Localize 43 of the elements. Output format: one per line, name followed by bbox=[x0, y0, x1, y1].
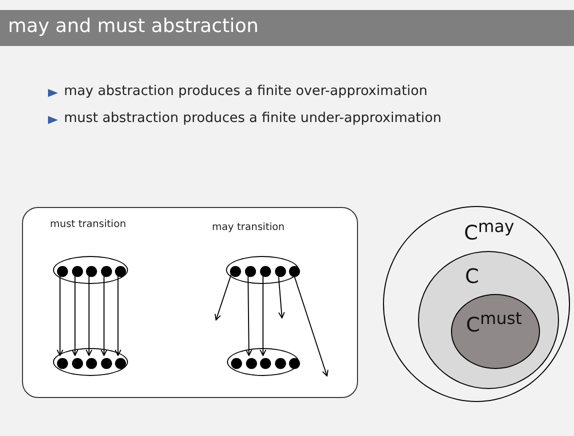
state-dot bbox=[56, 358, 68, 368]
state-dot bbox=[246, 358, 256, 368]
state-dot bbox=[244, 266, 256, 276]
set-label: C$^{may}$ bbox=[464, 217, 514, 245]
arrow bbox=[214, 274, 232, 320]
state-set-ellipse bbox=[227, 348, 299, 376]
state-set-ellipse bbox=[53, 256, 128, 284]
state-dot bbox=[288, 266, 300, 276]
state-dot bbox=[100, 358, 112, 368]
state-dot bbox=[274, 358, 286, 368]
state-dot bbox=[288, 358, 300, 368]
arrow bbox=[246, 274, 252, 356]
state-dot bbox=[114, 266, 126, 276]
set-label: C$^{must}$ bbox=[466, 309, 522, 337]
column-heading: may transition bbox=[212, 222, 285, 233]
state-dot bbox=[114, 358, 126, 368]
state-dot bbox=[274, 266, 286, 276]
arrow bbox=[260, 274, 266, 356]
bullet-text: may abstraction produces a finite over-approximation bbox=[64, 83, 428, 99]
set-label: C bbox=[465, 264, 479, 288]
state-dot bbox=[260, 266, 270, 276]
arrow bbox=[114, 274, 122, 356]
state-dot bbox=[230, 266, 240, 276]
column-heading: must transition bbox=[50, 219, 126, 230]
state-dot bbox=[56, 266, 68, 276]
arrow bbox=[86, 274, 92, 356]
arrow bbox=[278, 274, 285, 318]
state-dot bbox=[86, 358, 96, 368]
state-set-ellipse bbox=[226, 256, 299, 284]
state-dot bbox=[72, 358, 82, 368]
state-dot bbox=[86, 266, 96, 276]
arrow bbox=[72, 274, 78, 356]
state-dot bbox=[260, 358, 270, 368]
arrow bbox=[100, 274, 108, 356]
slide-title: may and must abstraction bbox=[8, 15, 259, 37]
state-set-ellipse bbox=[53, 348, 128, 376]
rounded-panel bbox=[22, 207, 358, 398]
state-dot bbox=[230, 358, 242, 368]
state-dot bbox=[100, 266, 112, 276]
state-dot bbox=[72, 266, 82, 276]
arrow bbox=[293, 274, 328, 376]
bullet-text: must abstraction produces a finite under-approximation bbox=[64, 110, 442, 126]
arrow bbox=[56, 274, 64, 356]
